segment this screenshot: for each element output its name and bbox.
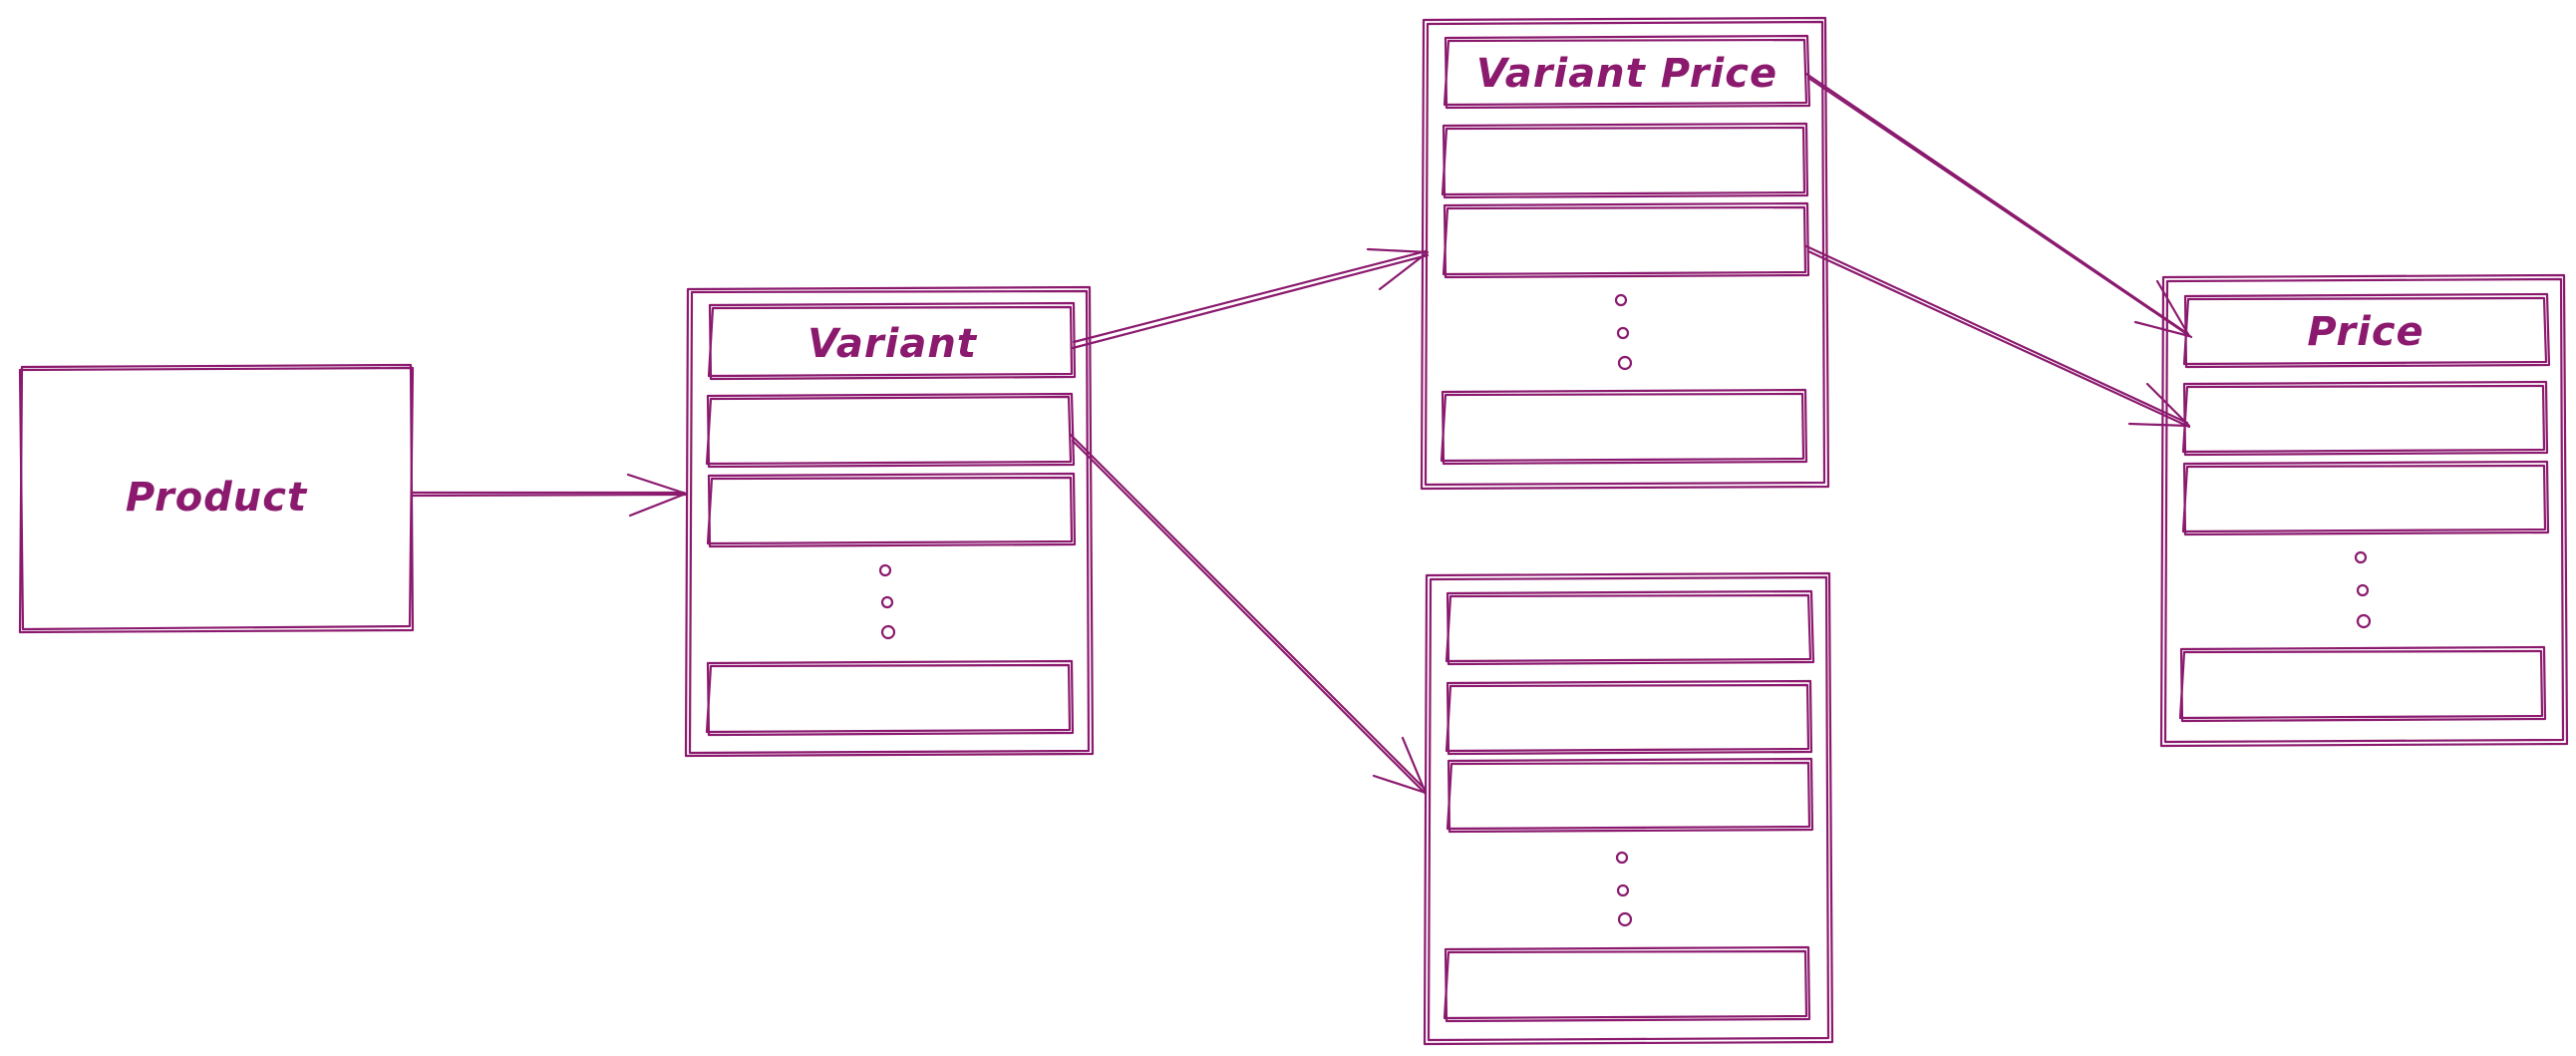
- variant-price-ellipsis: [1614, 293, 1633, 371]
- variant-table-outline: [684, 285, 1095, 758]
- price-row-2[interactable]: [2181, 460, 2550, 536]
- variant-price-label: Variant Price: [1476, 51, 1777, 97]
- unlabeled-table-outline: [1423, 571, 1834, 1046]
- variant-price-table-outline: [1420, 16, 1830, 491]
- variant-table[interactable]: Variant: [684, 285, 1095, 758]
- variant-price-row-2[interactable]: [1442, 201, 1810, 279]
- arrow-variant-price-row-to-price: [1804, 244, 2191, 429]
- variant-label: Variant: [807, 321, 978, 367]
- variant-price-table[interactable]: Variant Price: [1420, 16, 1830, 491]
- price-header-row[interactable]: Price: [2182, 292, 2551, 369]
- arrow-variant-price-header-to-price: [1804, 72, 2193, 339]
- price-table-outline: [2159, 273, 2569, 748]
- variant-row-1[interactable]: [705, 392, 1076, 469]
- product-node[interactable]: Product: [18, 363, 415, 634]
- arrow-variant-to-unlabeled: [1069, 433, 1428, 796]
- variant-row-last[interactable]: [705, 659, 1075, 737]
- price-label: Price: [2307, 309, 2423, 355]
- variant-row-2[interactable]: [706, 472, 1077, 548]
- unlabeled-row-last[interactable]: [1443, 945, 1811, 1023]
- variant-ellipsis: [878, 563, 896, 640]
- arrow-variant-to-variant-price: [1071, 247, 1430, 350]
- unlabeled-row-2[interactable]: [1445, 679, 1813, 756]
- unlabeled-row-3[interactable]: [1446, 757, 1814, 834]
- variant-price-row-1[interactable]: [1441, 122, 1809, 199]
- variant-price-header-row[interactable]: Variant Price: [1443, 34, 1811, 110]
- unlabeled-ellipsis: [1615, 851, 1633, 927]
- arrow-product-to-variant: [411, 473, 688, 518]
- variant-header-row[interactable]: Variant: [707, 301, 1077, 381]
- product-outline: [18, 363, 415, 634]
- price-table[interactable]: Price: [2159, 273, 2569, 748]
- price-row-1[interactable]: [2181, 380, 2549, 457]
- price-ellipsis: [2354, 550, 2372, 629]
- price-row-last[interactable]: [2178, 645, 2547, 723]
- variant-price-row-last[interactable]: [1440, 388, 1808, 466]
- unlabeled-row-1[interactable]: [1445, 589, 1815, 666]
- unlabeled-table[interactable]: [1423, 571, 1834, 1046]
- product-label: Product: [126, 475, 308, 521]
